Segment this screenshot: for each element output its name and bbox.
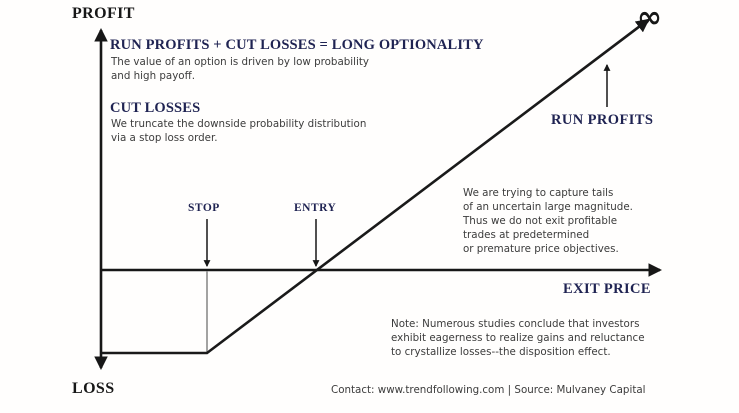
y-axis-top-label: PROFIT (72, 5, 135, 22)
disposition-effect-note: Note: Numerous studies conclude that inv… (391, 318, 645, 359)
x-axis-label: EXIT PRICE (563, 281, 651, 297)
run-profits-marker-label: RUN PROFITS (551, 112, 654, 128)
optionality-heading: RUN PROFITS + CUT LOSSES = LONG OPTIONAL… (110, 37, 484, 53)
entry-marker-label: ENTRY (294, 202, 337, 214)
cut-losses-heading: CUT LOSSES (110, 100, 201, 116)
infinity-icon: ∞ (637, 0, 662, 35)
y-axis-bottom-label: LOSS (72, 380, 115, 397)
optionality-body-text: The value of an option is driven by low … (111, 56, 370, 83)
stop-marker-label: STOP (188, 202, 220, 214)
payoff-line (102, 18, 650, 355)
capture-tails-text: We are trying to capture tails of an unc… (463, 187, 633, 256)
contact-source-line: Contact: www.trendfollowing.com | Source… (331, 384, 646, 396)
cut-losses-body-text: We truncate the downside probability dis… (111, 118, 367, 145)
